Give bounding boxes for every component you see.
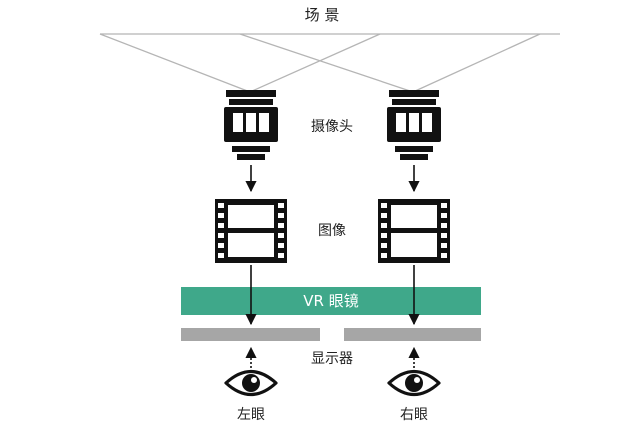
camera-lens-icon — [387, 90, 441, 160]
right-display-bar — [344, 328, 481, 341]
left-eye-label: 左眼 — [237, 407, 265, 423]
left-display-bar — [181, 328, 320, 341]
image-label: 图像 — [318, 223, 346, 239]
scene-label: 场 景 — [305, 6, 340, 24]
vr-glasses-band — [181, 287, 481, 315]
camera-label: 摄像头 — [311, 119, 353, 135]
film-frame-icon — [378, 199, 450, 263]
eye-icon — [224, 369, 278, 397]
camera-lens-icon — [224, 90, 278, 160]
right-camera-view-line — [239, 33, 414, 93]
right-camera-view-line — [412, 33, 541, 93]
scene-view-lines — [99, 33, 560, 93]
right-eye-label: 右眼 — [400, 407, 428, 423]
eye-icon — [387, 369, 441, 397]
display-label: 显示器 — [311, 351, 353, 367]
left-camera-view-line — [249, 33, 381, 93]
film-frame-icon — [215, 199, 287, 263]
vr-glasses-label: VR 眼镜 — [303, 292, 358, 310]
left-camera-view-line — [99, 33, 251, 93]
